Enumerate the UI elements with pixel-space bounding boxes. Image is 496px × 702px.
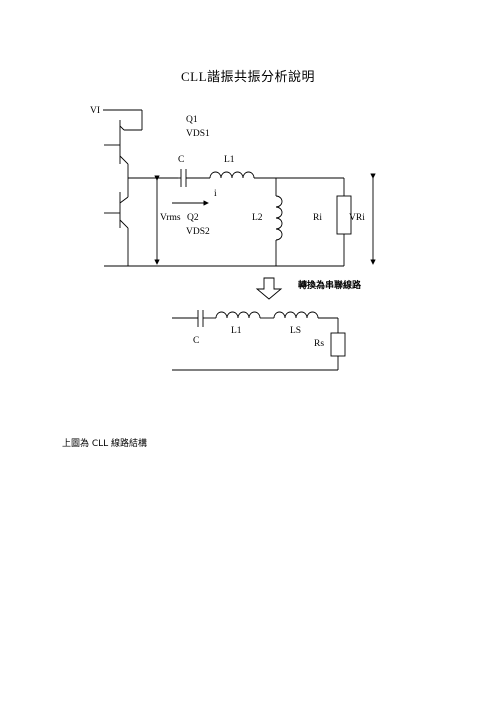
page-title: CLL諧振共振分析說明 <box>180 69 316 84</box>
l2-label: L2 <box>252 213 263 223</box>
lower-rs-label: Rs <box>314 339 324 349</box>
lower-c-label: C <box>193 336 199 346</box>
lower-inductor-l1-symbol <box>215 311 261 319</box>
vri-label: VRi <box>349 213 365 223</box>
lower-inductor-ls-symbol <box>273 311 319 319</box>
capacitor-c-symbol <box>178 169 210 187</box>
vds2-label: VDS2 <box>186 227 210 237</box>
inductor-l2-symbol <box>275 195 283 241</box>
transform-note: 轉換為串聯線路 <box>298 279 362 291</box>
transform-down-arrow <box>255 277 283 300</box>
c-label: C <box>178 155 184 165</box>
ri-label: Ri <box>313 213 322 223</box>
lower-resistor-rs-symbol <box>330 332 346 357</box>
lower-capacitor-c-symbol <box>197 310 216 327</box>
lower-ls-label: LS <box>290 326 301 336</box>
q1-label: Q1 <box>186 115 198 125</box>
current-i-label: i <box>214 189 217 199</box>
cll-circuit-diagram: VI Q1 VDS1 C L1 i Vrms Q2 VDS2 L2 Ri VRi… <box>90 106 376 371</box>
figure-caption: 上圖為 CLL 線路結構 <box>62 439 148 449</box>
q2-transistor-symbol <box>104 178 129 266</box>
q2-label: Q2 <box>187 213 199 223</box>
vds1-label: VDS1 <box>186 129 210 139</box>
inductor-l1-symbol <box>209 171 255 179</box>
vrms-label: Vrms <box>160 213 181 223</box>
lower-l1-label: L1 <box>231 326 242 336</box>
vi-label: VI <box>90 106 100 116</box>
q1-transistor-symbol <box>103 109 143 178</box>
l1-label: L1 <box>224 155 235 165</box>
